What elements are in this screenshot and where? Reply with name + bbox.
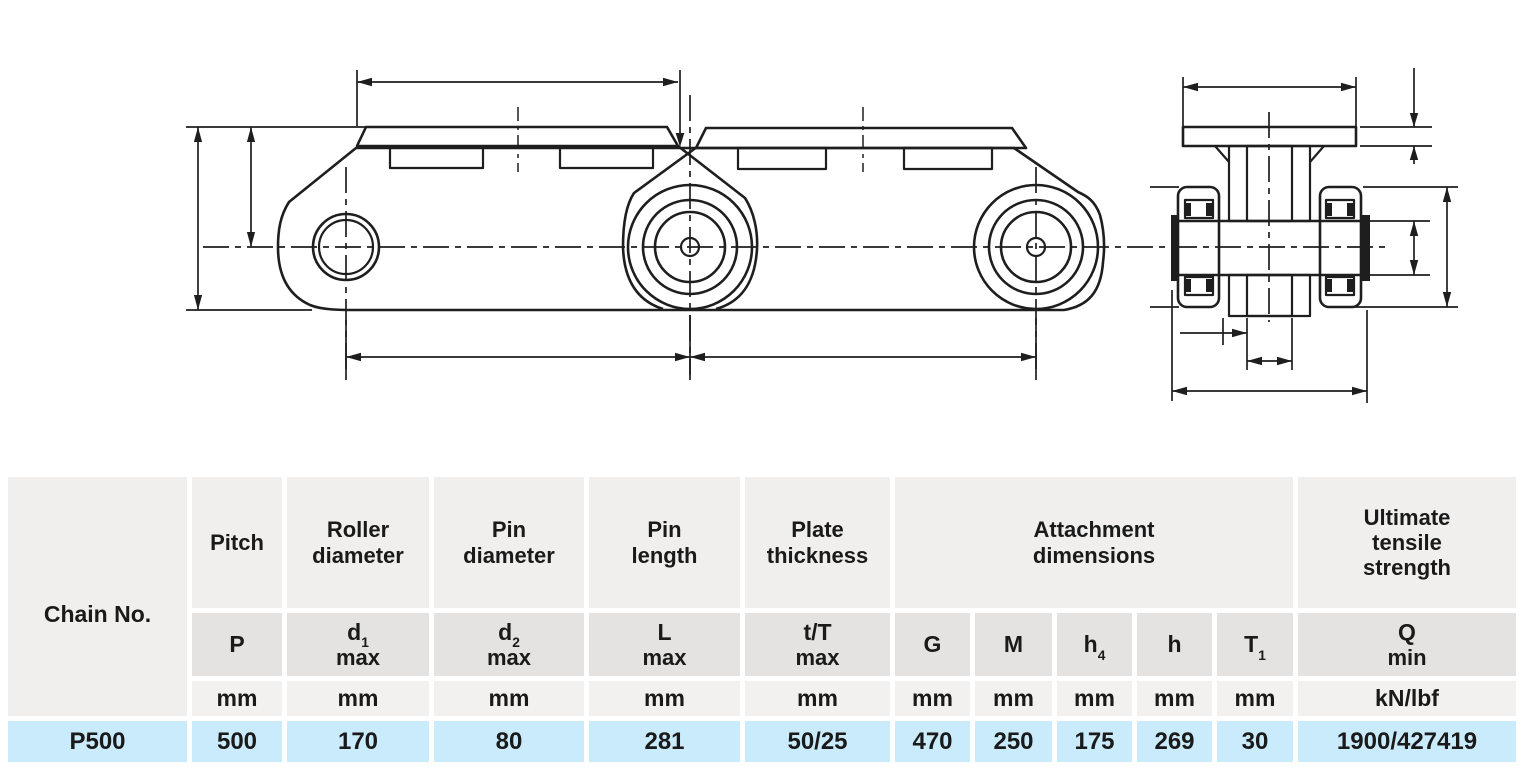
link-body bbox=[276, 146, 1106, 312]
symbol-q: Q min bbox=[1298, 613, 1516, 676]
unit-plate: mm bbox=[745, 681, 890, 716]
link1-right-lobe bbox=[677, 144, 759, 311]
side-view bbox=[186, 70, 1385, 380]
header-plate-thickness: Plate thickness bbox=[745, 477, 890, 608]
symbol-pitch: P bbox=[192, 613, 282, 676]
symbol-g: G bbox=[895, 613, 970, 676]
data-pin-length: 281 bbox=[589, 721, 740, 762]
chain-technical-drawing bbox=[186, 68, 1458, 403]
sidebar-left bbox=[1171, 215, 1179, 281]
dim-bottom bbox=[1171, 290, 1368, 403]
symbol-plate: t/T max bbox=[745, 613, 890, 676]
unit-t1: mm bbox=[1217, 681, 1293, 716]
unit-q: kN/lbf bbox=[1298, 681, 1516, 716]
unit-pin-length: mm bbox=[589, 681, 740, 716]
header-pin-length: Pin length bbox=[589, 477, 740, 608]
unit-roller: mm bbox=[287, 681, 429, 716]
slot-1 bbox=[388, 145, 485, 170]
sidebar-right bbox=[1362, 215, 1370, 281]
dim-roller-diameter bbox=[1336, 186, 1458, 308]
unit-pitch: mm bbox=[192, 681, 282, 716]
data-roller: 170 bbox=[287, 721, 429, 762]
header-roller-diameter: Roller diameter bbox=[287, 477, 429, 608]
symbol-h4: h4 bbox=[1057, 613, 1132, 676]
header-chain-no: Chain No. bbox=[8, 477, 187, 716]
slot-3 bbox=[736, 146, 828, 171]
symbol-pin-length: L max bbox=[589, 613, 740, 676]
symbol-h: h bbox=[1137, 613, 1212, 676]
slot-2 bbox=[558, 145, 655, 170]
dim-plate-length bbox=[356, 70, 685, 147]
slot-4 bbox=[902, 146, 994, 171]
data-m: 250 bbox=[975, 721, 1052, 762]
data-h4: 175 bbox=[1057, 721, 1132, 762]
unit-pin-diameter: mm bbox=[434, 681, 584, 716]
dim-pin-diameter bbox=[1366, 220, 1430, 276]
unit-g: mm bbox=[895, 681, 970, 716]
dim-plate-thickness bbox=[1360, 68, 1432, 164]
data-h: 269 bbox=[1137, 721, 1212, 762]
header-ultimate-tensile: Ultimate tensile strength bbox=[1298, 477, 1516, 608]
unit-h4: mm bbox=[1057, 681, 1132, 716]
data-g: 470 bbox=[895, 721, 970, 762]
top-plate-2 bbox=[694, 126, 1028, 150]
spec-table: Chain No. Pitch Roller diameter Pin diam… bbox=[8, 477, 1516, 762]
pin-section bbox=[1175, 219, 1365, 277]
unit-m: mm bbox=[975, 681, 1052, 716]
symbol-roller: d1 max bbox=[287, 613, 429, 676]
chain-no-label: Chain No. bbox=[43, 601, 152, 628]
dim-pitch bbox=[345, 315, 1037, 375]
header-pin-diameter: Pin diameter bbox=[434, 477, 584, 608]
symbol-m: M bbox=[975, 613, 1052, 676]
end-view bbox=[1150, 68, 1458, 403]
dim-plate-width bbox=[1182, 77, 1357, 126]
data-ultimate: 1900/427419 bbox=[1298, 721, 1516, 762]
data-t1: 30 bbox=[1217, 721, 1293, 762]
symbol-pin-diameter: d2 max bbox=[434, 613, 584, 676]
data-pitch: 500 bbox=[192, 721, 282, 762]
header-pitch: Pitch bbox=[192, 477, 282, 608]
data-plate: 50/25 bbox=[745, 721, 890, 762]
data-chain-no: P500 bbox=[8, 721, 187, 762]
dim-heights bbox=[186, 126, 365, 311]
symbol-t1: T1 bbox=[1217, 613, 1293, 676]
unit-h: mm bbox=[1137, 681, 1212, 716]
header-attachment-dimensions: Attachment dimensions bbox=[895, 477, 1293, 608]
data-pin-diameter: 80 bbox=[434, 721, 584, 762]
